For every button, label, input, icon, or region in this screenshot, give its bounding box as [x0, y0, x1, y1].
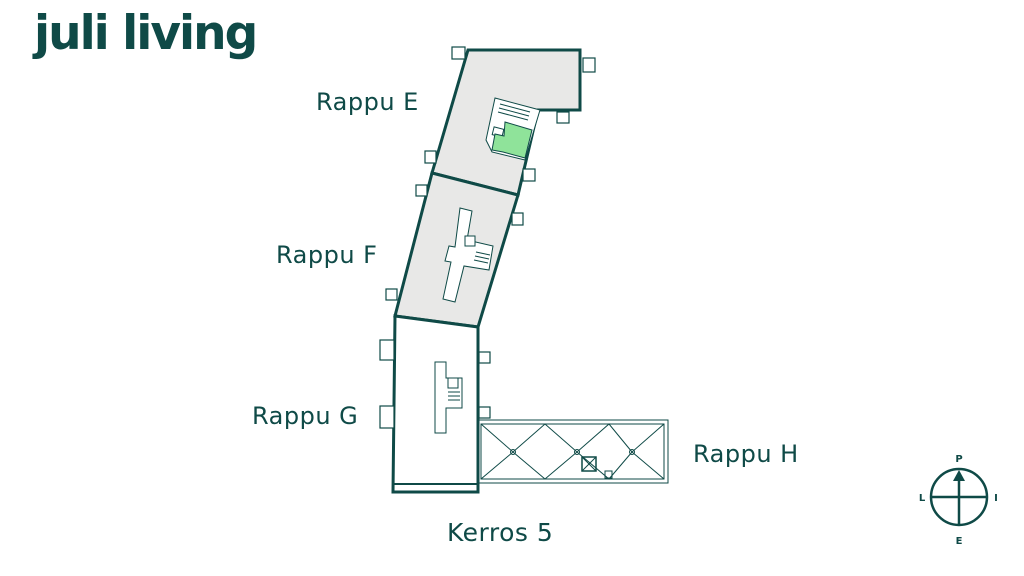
building-h[interactable]: [476, 419, 669, 484]
compass-icon: P E I L: [919, 454, 998, 547]
rappu-h-label: Rappu H: [693, 440, 799, 468]
compass-east: I: [994, 493, 998, 504]
floor-title: Kerros 5: [447, 518, 554, 547]
compass-west: L: [919, 493, 926, 504]
balconies: [379, 46, 596, 429]
stair-core-f: [442, 207, 494, 303]
rappu-g-label: Rappu G: [252, 402, 359, 430]
compass-south: E: [956, 536, 963, 547]
stair-core-g: [434, 361, 463, 434]
selected-apartment[interactable]: [491, 121, 533, 159]
rappu-e-label: Rappu E: [316, 88, 419, 116]
rappu-f-label: Rappu F: [276, 241, 378, 269]
juli-living-logo: juli living: [34, 6, 258, 61]
compass-north: P: [955, 454, 962, 465]
